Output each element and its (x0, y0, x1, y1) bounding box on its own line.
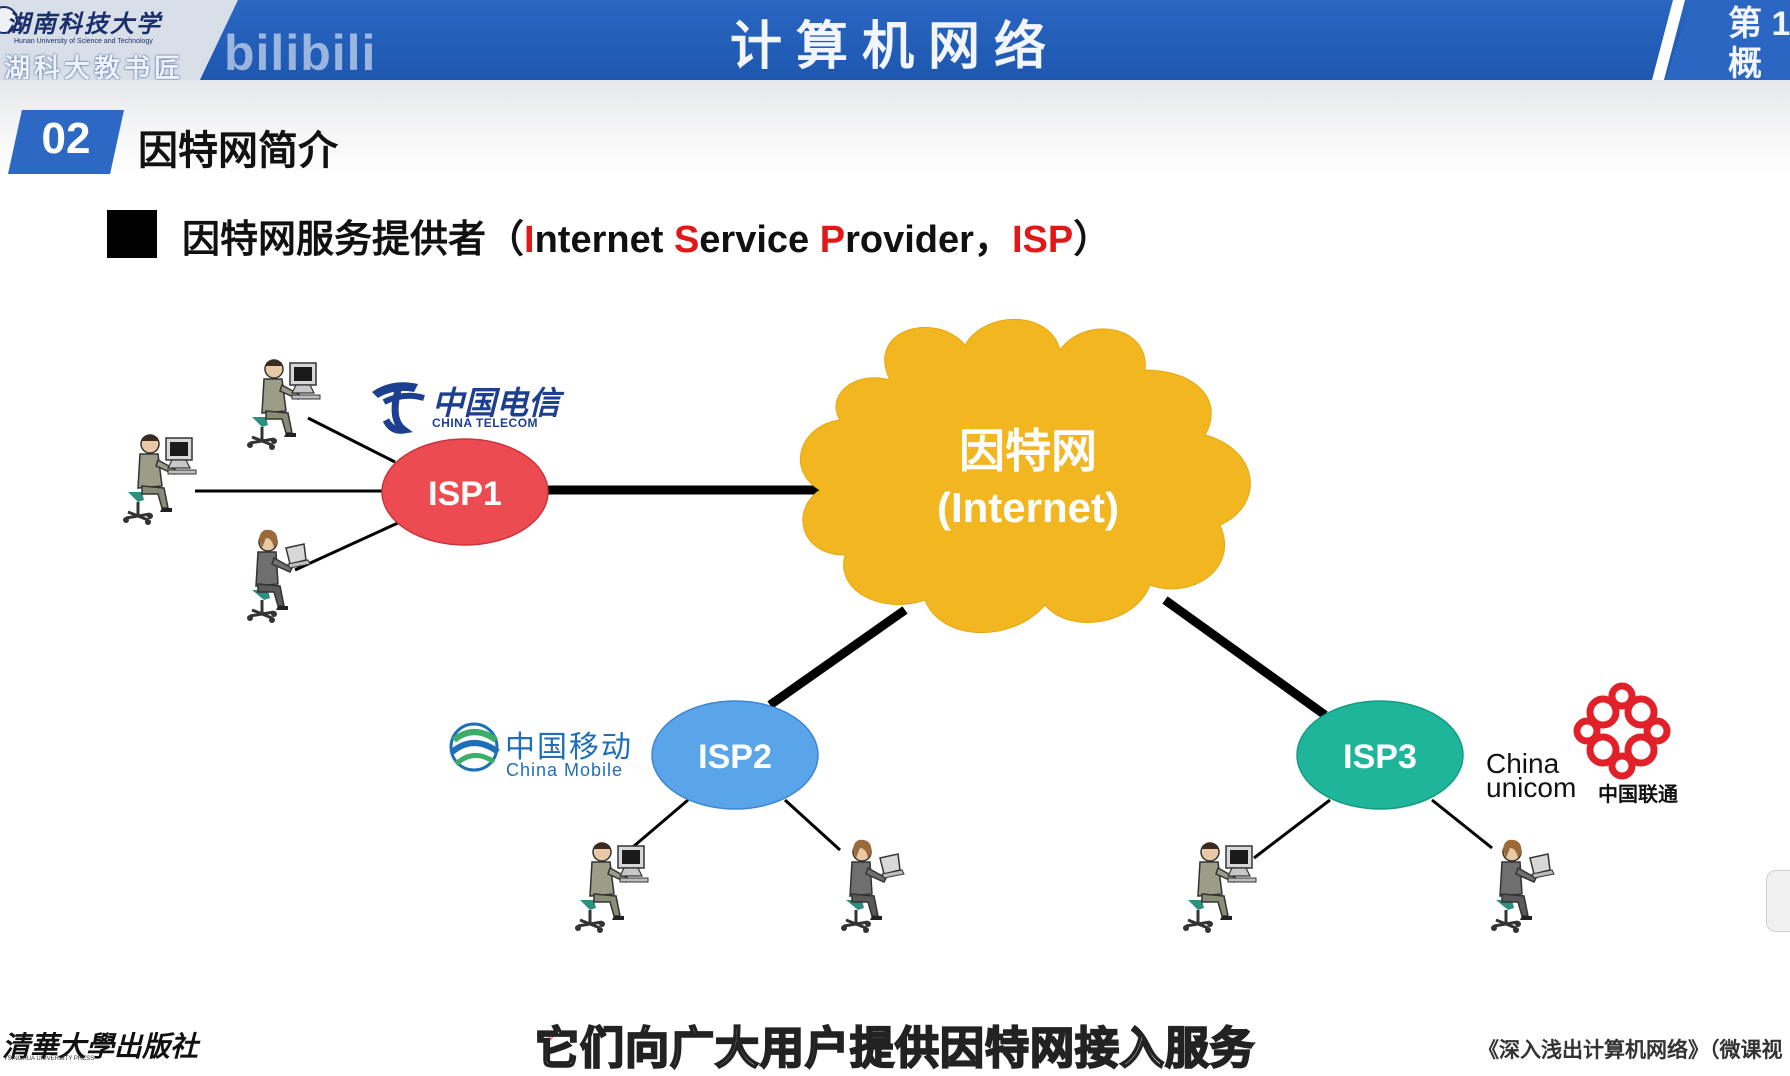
section-badge (8, 110, 124, 174)
internet-cloud: 因特网 (Internet) (799, 318, 1251, 634)
heading-letter-i: I (524, 219, 535, 261)
book-title: 《深入浅出计算机网络》（微课视 (1478, 1039, 1783, 1062)
user-pc-isp3-left (1181, 841, 1258, 935)
university-name-en: Hunan University of Science and Technolo… (14, 38, 153, 45)
heading-suffix: ） (1073, 219, 1112, 261)
publisher-name-en: TSINGHUA UNIVERSITY PRESS (4, 1056, 95, 1062)
isp1-label: ISP1 (428, 475, 502, 513)
mobile-name-cn: 中国移动 (505, 731, 633, 764)
link-isp1-user3 (294, 520, 401, 572)
connection-lines (195, 416, 1493, 860)
isp2-label: ISP2 (698, 738, 772, 776)
header-bar (0, 0, 1790, 80)
isp3-label: ISP3 (1343, 738, 1417, 776)
section-number: 02 (41, 114, 91, 163)
user-pc-isp1-top (245, 358, 322, 452)
heading-word-service: ervice (699, 219, 820, 261)
unicom-china-text: China (1486, 748, 1560, 779)
user-laptop-isp3-right (1489, 838, 1556, 935)
check-icon: ✓ (546, 1026, 562, 1046)
channel-name: 湖科大教书匠 (4, 53, 185, 83)
bullet-heading: 因特网服务提供者（Internet Service Provider，ISP） (182, 208, 1111, 263)
link-internet-isp2 (767, 606, 908, 709)
university-name: 湖南科技大学 (6, 9, 162, 38)
link-isp2-user2 (783, 798, 842, 852)
page-title: 计算机网络 (729, 18, 1060, 76)
china-telecom-logo-icon (372, 382, 425, 434)
cloud-label-en: (Internet) (937, 484, 1119, 531)
link-isp3-user2 (1431, 798, 1493, 850)
side-panel-tab[interactable] (1766, 870, 1790, 932)
telecom-name-en: CHINA TELECOM (432, 416, 539, 430)
user-pc-isp2-left (573, 841, 650, 935)
heading-letter-p: P (819, 219, 846, 261)
china-unicom-logo-icon (1573, 682, 1671, 780)
isp2-node: ISP2 (651, 700, 819, 810)
isp3-node: ISP3 (1296, 700, 1464, 810)
link-internet-isp3 (1162, 596, 1328, 719)
telecom-name-cn: 中国电信 (432, 384, 561, 422)
university-seal-icon (0, 6, 18, 34)
heading-prefix: 因特网服务提供者（ (182, 219, 525, 261)
mobile-name-en: China Mobile (506, 760, 624, 780)
publisher-logo: 清華大學出版社 (2, 1030, 199, 1063)
heading-word-provider: rovider， (845, 219, 1012, 261)
bullet-square-icon (107, 210, 157, 258)
unicom-name-en: unicom (1486, 772, 1577, 803)
bilibili-watermark: bilibili (224, 25, 377, 81)
user-pc-isp1-middle (121, 433, 198, 527)
user-laptop-isp1-bottom (245, 528, 312, 625)
link-isp3-user1 (1253, 798, 1331, 860)
user-laptop-isp2-right (839, 838, 906, 935)
section-title: 因特网简介 (138, 129, 338, 173)
university-logo-panel (0, 0, 238, 80)
unicom-name-cn: 中国联通 (1598, 784, 1678, 806)
isp1-node: ISP1 (381, 438, 549, 546)
heading-isp: ISP (1011, 219, 1074, 261)
chapter-label: 第 1 (1728, 5, 1790, 43)
cloud-label-cn: 因特网 (959, 425, 1097, 477)
link-isp1-user1 (307, 416, 396, 464)
heading-letter-s: S (673, 219, 700, 261)
section-band (0, 80, 1790, 180)
chapter-subtitle: 概 (1728, 45, 1762, 83)
china-mobile-logo-icon (449, 722, 500, 772)
heading-word-internet: nternet (534, 219, 674, 261)
